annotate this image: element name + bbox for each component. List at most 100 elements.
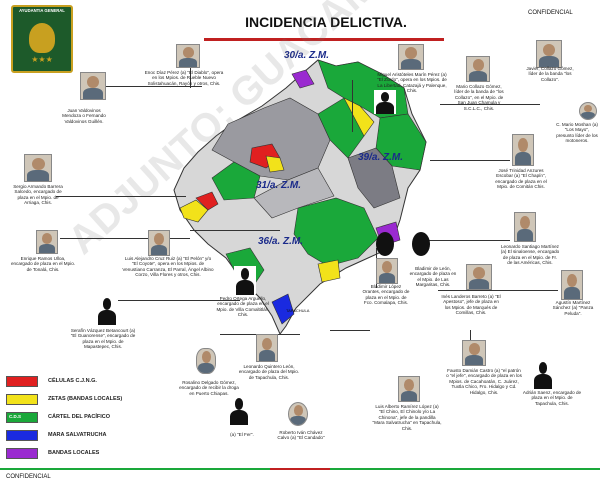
person-caption: Mario Collazo Gómez, líder de la banda d… xyxy=(454,84,504,111)
map-region-gray-east xyxy=(347,147,401,209)
connector-line xyxy=(430,160,510,161)
person-photo xyxy=(80,72,106,100)
legend-label-bandas: BANDAS LOCALES xyxy=(48,450,100,456)
army-badge: AYUDANTIA GENERAL ★★★ xyxy=(11,5,73,73)
connector-line xyxy=(330,330,370,331)
legend-swatch-pacifico: C.D.S xyxy=(6,412,38,423)
person-photo xyxy=(36,230,58,254)
zone-label-39: 39/a. Z.M. xyxy=(358,152,404,163)
legend-label-mara: MARA SALVATRUCHA xyxy=(48,432,107,438)
person-caption: Adrián Saenz, encargado de plaza en el M… xyxy=(522,390,582,406)
person-caption: Agustín Martínez Sánchez (a) "Panza Pelu… xyxy=(552,300,594,316)
connector-line xyxy=(110,300,240,301)
eagle-emblem-icon xyxy=(29,23,55,53)
person-photo xyxy=(536,40,562,68)
confidencial-top: CONFIDENCIAL xyxy=(528,10,573,16)
face-blob-icon xyxy=(412,232,430,256)
person-silhouette-icon xyxy=(234,266,256,295)
map-region-green-center xyxy=(317,97,365,159)
person-photo xyxy=(256,334,278,362)
person-photo xyxy=(398,376,420,402)
person-caption: Sergio Armando Barrera Salcedo, encargad… xyxy=(13,184,63,206)
person-caption: Bladimir de León, encargado de plaza en … xyxy=(409,266,457,288)
map-region-yellow-west xyxy=(179,199,209,223)
person-photo xyxy=(466,264,492,290)
map-region-yellow-south xyxy=(317,259,341,283)
person-silhouette-icon xyxy=(374,90,396,115)
badge-stars: ★★★ xyxy=(31,55,53,64)
person-caption: Javier, Collazo Gómez, líder de la banda… xyxy=(526,66,574,82)
person-caption: Luis Alejandro Cruz Ruiz (a) "El Pelón" … xyxy=(122,256,214,278)
connector-line xyxy=(420,240,510,241)
person-photo xyxy=(196,348,216,374)
person-caption: Enrique Ramos Ulloa, encargado de plaza … xyxy=(10,256,76,272)
legend-label-cjng: CÉLULAS C.J.N.G. xyxy=(48,378,97,384)
footer-rule-red xyxy=(270,468,330,470)
connector-line xyxy=(438,290,558,291)
person-photo xyxy=(462,340,486,366)
person-caption: José Trinidad Anzures Escobar (a) "El Ch… xyxy=(495,168,547,190)
connector-line xyxy=(190,66,191,88)
connector-line xyxy=(190,230,280,231)
person-caption: Pedro Ortega Arguello, encargado de plaz… xyxy=(216,296,270,318)
person-caption: Miguel Aristóteles Marín Pérez (a) "El Z… xyxy=(377,72,447,94)
connector-line xyxy=(352,80,353,132)
person-photo xyxy=(579,102,597,120)
person-photo xyxy=(512,134,534,166)
page-title: INCIDENCIA DELICTIVA. xyxy=(245,14,407,30)
person-caption: Roberto Iván Chávez Calvo (a) "El Candad… xyxy=(277,430,325,441)
person-photo xyxy=(376,258,398,284)
zone-label-31: 31/a. Z.M. xyxy=(256,180,302,191)
person-caption: Luis Alberto Ramírez López (a) "El Chino… xyxy=(372,404,442,431)
person-photo xyxy=(561,270,583,300)
person-photo xyxy=(148,230,170,256)
connector-line xyxy=(106,86,202,87)
person-caption: Juan Valdovinos Mendoza o Fernando Valdo… xyxy=(62,108,106,124)
person-caption: Leonardo Quintero León, encargado de pla… xyxy=(238,364,300,380)
person-caption: Fausto Damián Castro (a) "el patrón o "e… xyxy=(446,368,522,395)
person-caption: C. Mario Moshan (a) "Los Mayo", presunto… xyxy=(556,122,598,144)
person-caption: Serafín Vázquez Betancourt (a) "El Guano… xyxy=(70,328,136,350)
person-photo xyxy=(398,44,424,70)
connector-line xyxy=(60,238,190,239)
title-underline xyxy=(204,38,444,41)
chiapas-map xyxy=(173,59,427,335)
legend-tag-cds: C.D.S xyxy=(9,414,22,419)
confidencial-bottom: CONFIDENCIAL xyxy=(6,474,51,480)
person-photo xyxy=(176,44,200,68)
legend-label-zetas: ZETAS (BANDAS LOCALES) xyxy=(48,396,123,402)
person-silhouette-icon xyxy=(96,296,118,325)
person-photo xyxy=(288,402,308,426)
person-caption: Bladimir López Orantes, encargado de pla… xyxy=(362,284,410,306)
person-caption: Rosalino Delgado Gómez, encargado de rec… xyxy=(179,380,239,396)
face-blob-icon xyxy=(376,232,394,256)
map-region-blue-south xyxy=(271,293,295,325)
person-caption: Enoc Díaz Pérez (a) "El Diablo", opera e… xyxy=(144,70,224,86)
person-caption: Inés Landeros Barreto (a) "El Apestoso",… xyxy=(441,294,501,316)
map-region-gray-mid xyxy=(253,167,335,219)
connector-line xyxy=(440,104,540,105)
legend-swatch-mara xyxy=(6,430,38,441)
map-region-purple-north xyxy=(291,69,315,89)
zone-label-30: 30/a. Z.M. xyxy=(284,50,330,61)
person-photo xyxy=(24,154,52,182)
person-caption: (a) "El Fer". xyxy=(230,432,254,437)
map-region-green-mid xyxy=(211,161,261,201)
map-label-tapachula: TAPACHULA xyxy=(286,308,310,313)
person-silhouette-icon xyxy=(228,396,250,425)
legend-label-pacifico: CÁRTEL DEL PACÍFICO xyxy=(48,414,111,420)
map-region-red-west xyxy=(195,191,219,211)
person-silhouette-icon xyxy=(532,360,554,389)
legend-swatch-bandas xyxy=(6,448,38,459)
legend-swatch-zetas xyxy=(6,394,38,405)
connector-line xyxy=(56,196,186,197)
map-region-yellow-center xyxy=(265,155,285,173)
zone-label-36: 36/a. Z.M. xyxy=(258,236,304,247)
connector-line xyxy=(470,330,471,340)
badge-title: AYUDANTIA GENERAL xyxy=(19,8,65,13)
map-region-green-south xyxy=(293,197,379,267)
person-photo xyxy=(466,56,490,82)
person-caption: Leonardo Santiago Martínez (a) El sinalo… xyxy=(500,244,560,266)
legend-swatch-cjng xyxy=(6,376,38,387)
person-photo xyxy=(514,212,536,242)
